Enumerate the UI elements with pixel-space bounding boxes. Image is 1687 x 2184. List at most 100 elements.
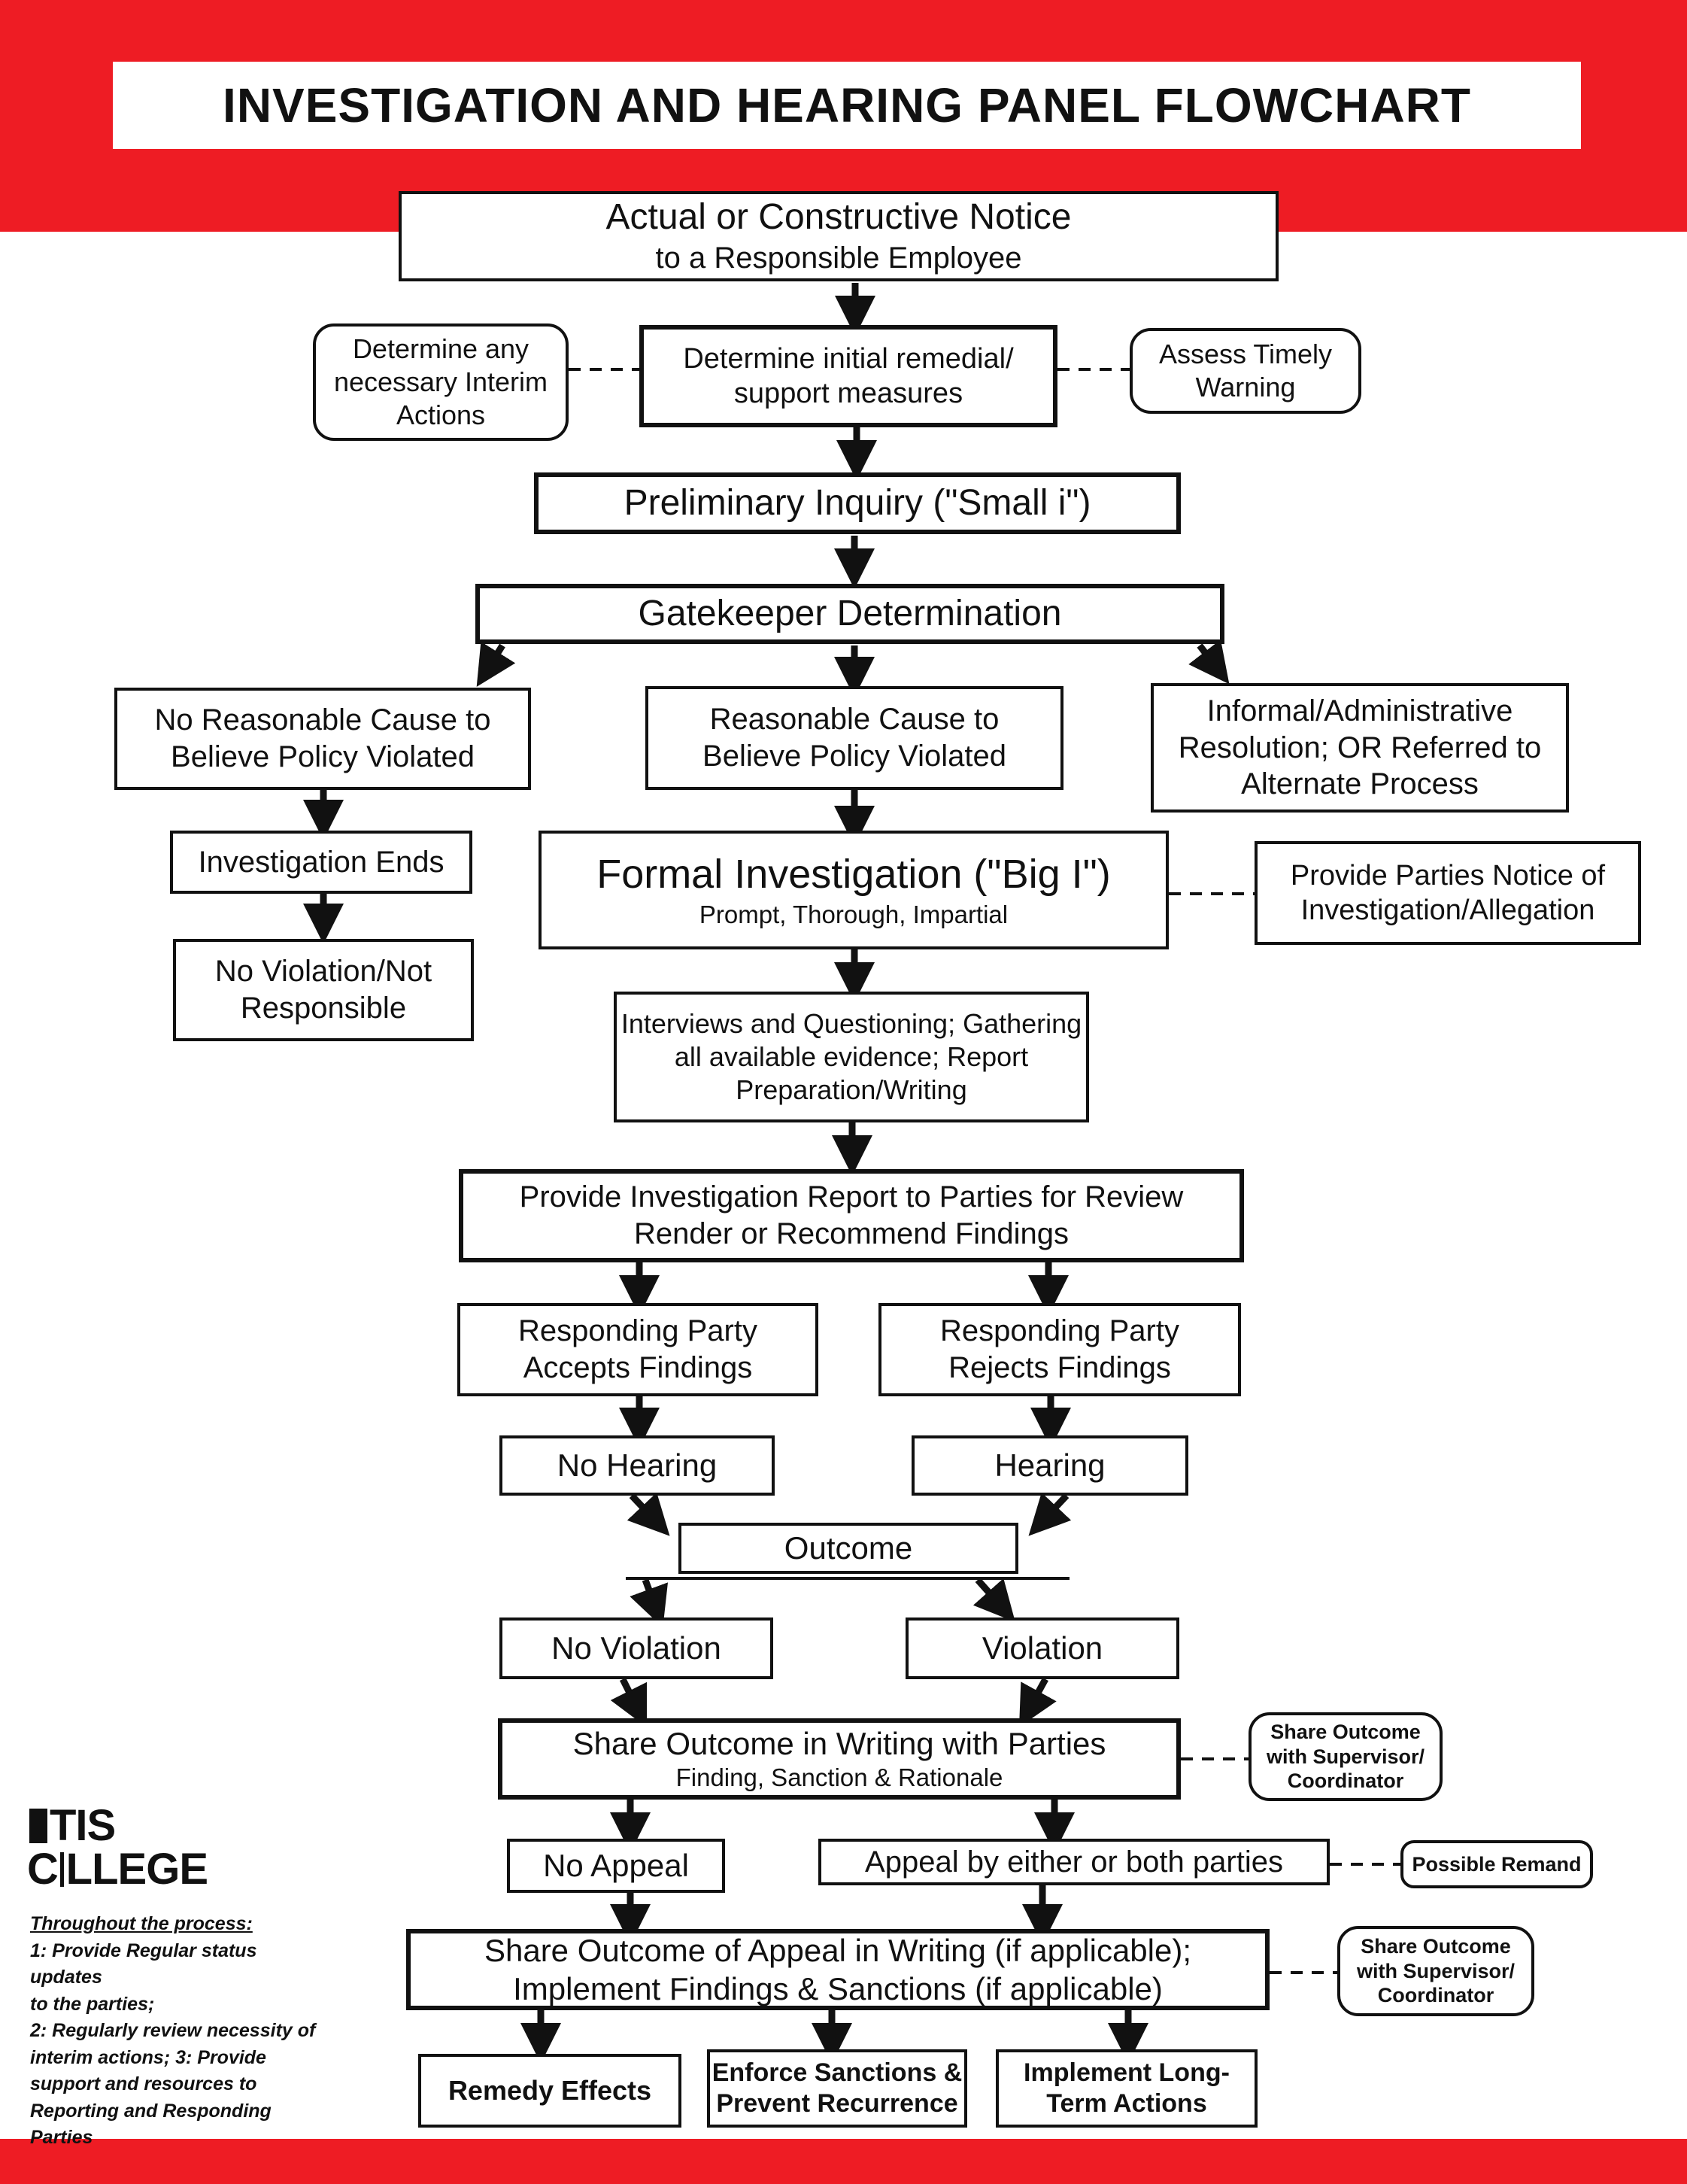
footnote-line5: support and resources to [30,2073,257,2094]
footnote-line3: 2: Regularly review necessity of [30,2020,316,2041]
share-sup-1-line3: Coordinator [1287,1769,1404,1793]
longterm-actions-box: Implement Long- Term Actions [996,2049,1258,2128]
share-outcome-line2: Finding, Sanction & Rationale [675,1763,1003,1792]
notice-line1: Actual or Constructive Notice [605,197,1072,238]
arrow-gatekeeper-informal [1188,639,1230,685]
warning-line2: Warning [1195,372,1296,402]
interim-line3: Actions [396,399,486,430]
cause-line1: Reasonable Cause to [709,703,1000,737]
informal-line1: Informal/Administrative [1206,694,1513,727]
logo-line2-b: LLEGE [65,1845,208,1894]
notice-parties-line1: Provide Parties Notice of [1290,859,1606,892]
interim-line2: necessary Interim [333,366,548,398]
arrow-outcome-noviolation [630,1578,669,1628]
report-line1: Provide Investigation Report to Parties … [519,1180,1184,1214]
possible-remand-box: Possible Remand [1400,1840,1593,1888]
investigation-ends-box: Investigation Ends [170,831,472,894]
rejects-line2: Rejects Findings [948,1351,1171,1384]
arrow-nohearing-outcome [627,1492,670,1536]
share-appeal-line2: Implement Findings & Sanctions (if appli… [513,1971,1163,2006]
outcome-text: Outcome [784,1530,913,1566]
cause-line2: Believe Policy Violated [702,740,1006,773]
appeal-box: Appeal by either or both parties [818,1839,1330,1885]
no-violation-box: No Violation [499,1617,773,1679]
arrow-outcome-violation [972,1578,1015,1623]
footnote-heading: Throughout the process: [30,1913,253,1934]
share-supervisor-box-1: Share Outcome with Supervisor/ Coordinat… [1249,1712,1443,1801]
preliminary-text: Preliminary Inquiry ("Small i") [624,482,1091,523]
longterm-line1: Implement Long- [1024,2058,1230,2087]
interviews-line3: Preparation/Writing [736,1074,967,1105]
cause-box: Reasonable Cause to Believe Policy Viola… [645,686,1063,790]
formal-line2: Prompt, Thorough, Impartial [699,900,1009,928]
report-box: Provide Investigation Report to Parties … [459,1169,1244,1262]
interviews-box: Interviews and Questioning; Gathering al… [614,992,1089,1122]
logo-line2-a: C [27,1845,59,1894]
accepts-findings-box: Responding Party Accepts Findings [457,1303,818,1396]
formal-line1: Formal Investigation ("Big I") [596,851,1111,897]
footer-band [0,2139,1687,2184]
notice-box: Actual or Constructive Notice to a Respo… [399,191,1279,281]
investigation-ends-text: Investigation Ends [198,845,445,879]
share-outcome-box: Share Outcome in Writing with Parties Fi… [498,1718,1181,1800]
preliminary-inquiry-box: Preliminary Inquiry ("Small i") [534,472,1181,534]
rejects-findings-box: Responding Party Rejects Findings [878,1303,1241,1396]
notice-line2: to a Responsible Employee [655,241,1022,275]
arrow-gatekeeper-nocause [476,641,516,687]
longterm-line2: Term Actions [1046,2089,1207,2118]
accepts-line2: Accepts Findings [523,1351,753,1384]
notice-parties-box: Provide Parties Notice of Investigation/… [1255,841,1641,945]
no-violation-text: No Violation [551,1630,721,1666]
no-violation-resp-line1: No Violation/Not [214,955,432,989]
notice-parties-line2: Investigation/Allegation [1300,895,1595,926]
footnote-line7: Parties [30,2127,93,2148]
timely-warning-box: Assess Timely Warning [1130,328,1361,414]
no-hearing-box: No Hearing [499,1435,775,1496]
no-violation-resp-line2: Responsible [240,992,407,1025]
no-appeal-box: No Appeal [507,1839,725,1893]
share-appeal-line1: Share Outcome of Appeal in Writing (if a… [484,1932,1192,1968]
interviews-line1: Interviews and Questioning; Gathering [620,1008,1082,1040]
gatekeeper-box: Gatekeeper Determination [475,584,1224,644]
process-footnote: Throughout the process: 1: Provide Regul… [30,1911,323,2152]
enforce-line1: Enforce Sanctions & [712,2058,963,2087]
footnote-line1: 1: Provide Regular status updates [30,1939,257,1988]
interviews-line2: all available evidence; Report [674,1041,1029,1073]
violation-text: Violation [982,1630,1103,1666]
page-title: INVESTIGATION AND HEARING PANEL FLOWCHAR… [113,62,1581,149]
interim-actions-box: Determine any necessary Interim Actions [313,323,569,441]
share-sup-2-line1: Share Outcome [1361,1934,1511,1958]
no-cause-line1: No Reasonable Cause to [154,703,491,737]
appeal-text: Appeal by either or both parties [865,1845,1283,1879]
informal-box: Informal/Administrative Resolution; OR R… [1151,683,1569,813]
arrow-violation-share [1018,1677,1057,1727]
footnote-line2: to the parties; [30,1993,155,2015]
warning-line1: Assess Timely [1158,339,1333,370]
gatekeeper-text: Gatekeeper Determination [638,593,1062,633]
share-sup-2-line2: with Supervisor/ [1356,1959,1516,1982]
no-cause-line2: Believe Policy Violated [171,740,475,773]
share-appeal-box: Share Outcome of Appeal in Writing (if a… [406,1929,1270,2010]
logo-block-mark-2 [59,1852,64,1887]
enforce-sanctions-box: Enforce Sanctions & Prevent Recurrence [707,2049,967,2128]
remand-text: Possible Remand [1412,1852,1582,1876]
enforce-line2: Prevent Recurrence [716,2089,958,2118]
accepts-line1: Responding Party [518,1314,757,1348]
rejects-line1: Responding Party [940,1314,1179,1348]
formal-investigation-box: Formal Investigation ("Big I") Prompt, T… [539,831,1169,949]
report-line2: Render or Recommend Findings [633,1217,1070,1250]
no-hearing-text: No Hearing [557,1447,718,1484]
remedial-line1: Determine initial remedial/ [683,342,1014,375]
violation-box: Violation [906,1617,1179,1679]
no-appeal-text: No Appeal [543,1848,689,1884]
page-title-text: INVESTIGATION AND HEARING PANEL FLOWCHAR… [223,78,1471,132]
remedial-line2: support measures [733,378,963,409]
remedy-text: Remedy Effects [448,2075,652,2107]
arrow-noviolation-share [610,1677,648,1728]
remedy-effects-box: Remedy Effects [418,2054,681,2128]
no-violation-responsible-box: No Violation/Not Responsible [173,939,474,1041]
no-cause-box: No Reasonable Cause to Believe Policy Vi… [114,688,531,790]
share-sup-1-line1: Share Outcome [1270,1720,1421,1743]
